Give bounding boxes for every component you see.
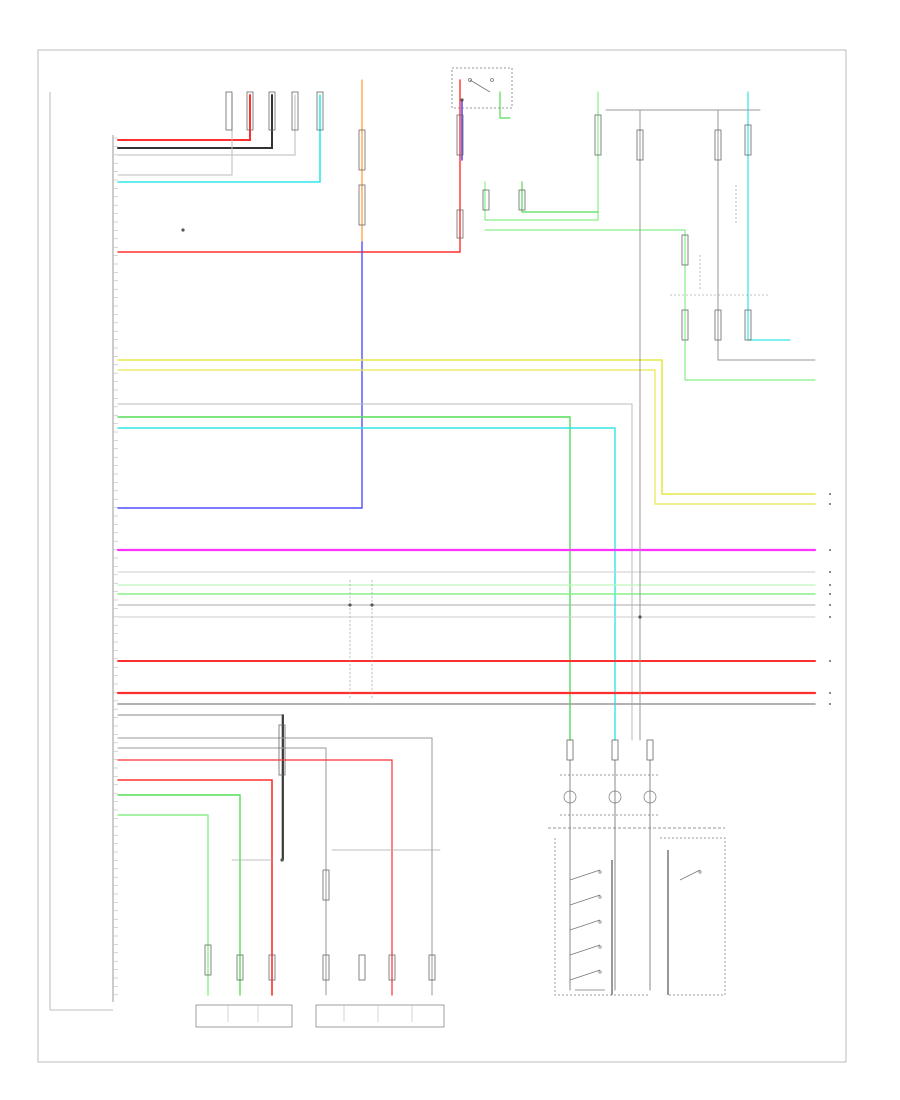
bus-end-marker [829,593,831,595]
sensor-component [195,1004,293,1028]
combo-sensor-component [315,1004,445,1028]
bus-end-marker [829,660,831,662]
wire-green-right-2 [484,229,816,381]
ecu-block [49,92,118,1011]
wire-relay-coil [499,91,511,119]
diagram-frame [37,49,847,1063]
steering-switch-assembly [548,774,726,996]
wire-gray-mid [117,403,633,741]
wire-cyan-right [747,91,791,341]
wire-gray-top-2 [117,94,233,176]
bus-end-marker [829,604,831,606]
connector-ticks [204,91,752,981]
junction-dots [181,98,642,862]
wire-relay-green [521,181,599,213]
wire-blue [117,241,363,509]
bus-end-marker [829,703,831,705]
wire-green-sensor-1 [117,794,241,996]
wire-red-combo [117,759,393,996]
wire-black-top [117,94,273,149]
ecu-pin-rows [113,137,118,996]
bus-end-marker [829,493,831,495]
bus-end-markers [829,493,831,705]
wire-red-top [117,94,251,141]
right-component-boxes [670,185,770,296]
wire-red-relay [117,79,461,253]
bus-end-marker [829,584,831,586]
cable-reel-circles [563,790,657,804]
wire-cyan-top [117,94,321,183]
bus-end-marker [829,549,831,551]
wire-cyan-combo [117,427,616,741]
switch-contacts [569,869,702,991]
wire-gray-combo-2 [117,747,327,996]
wire-red-sensor [117,779,273,996]
wire-gray-sensor [117,714,283,861]
bus-end-marker [829,692,831,694]
relay-symbol [451,67,513,109]
wire-group [116,79,817,996]
wire-gray-right-2 [717,109,816,361]
wire-yellow-2 [117,369,816,505]
wire-gray-combo-1 [117,737,433,996]
wire-green-combo [117,416,571,741]
wire-yellow-1 [117,359,816,495]
wire-gray-top [117,94,296,156]
bus-end-marker [829,616,831,618]
wire-lgreen-sensor-2 [117,814,209,996]
bus-end-marker [829,571,831,573]
bus-end-marker [829,503,831,505]
wire-green-right [484,91,599,221]
